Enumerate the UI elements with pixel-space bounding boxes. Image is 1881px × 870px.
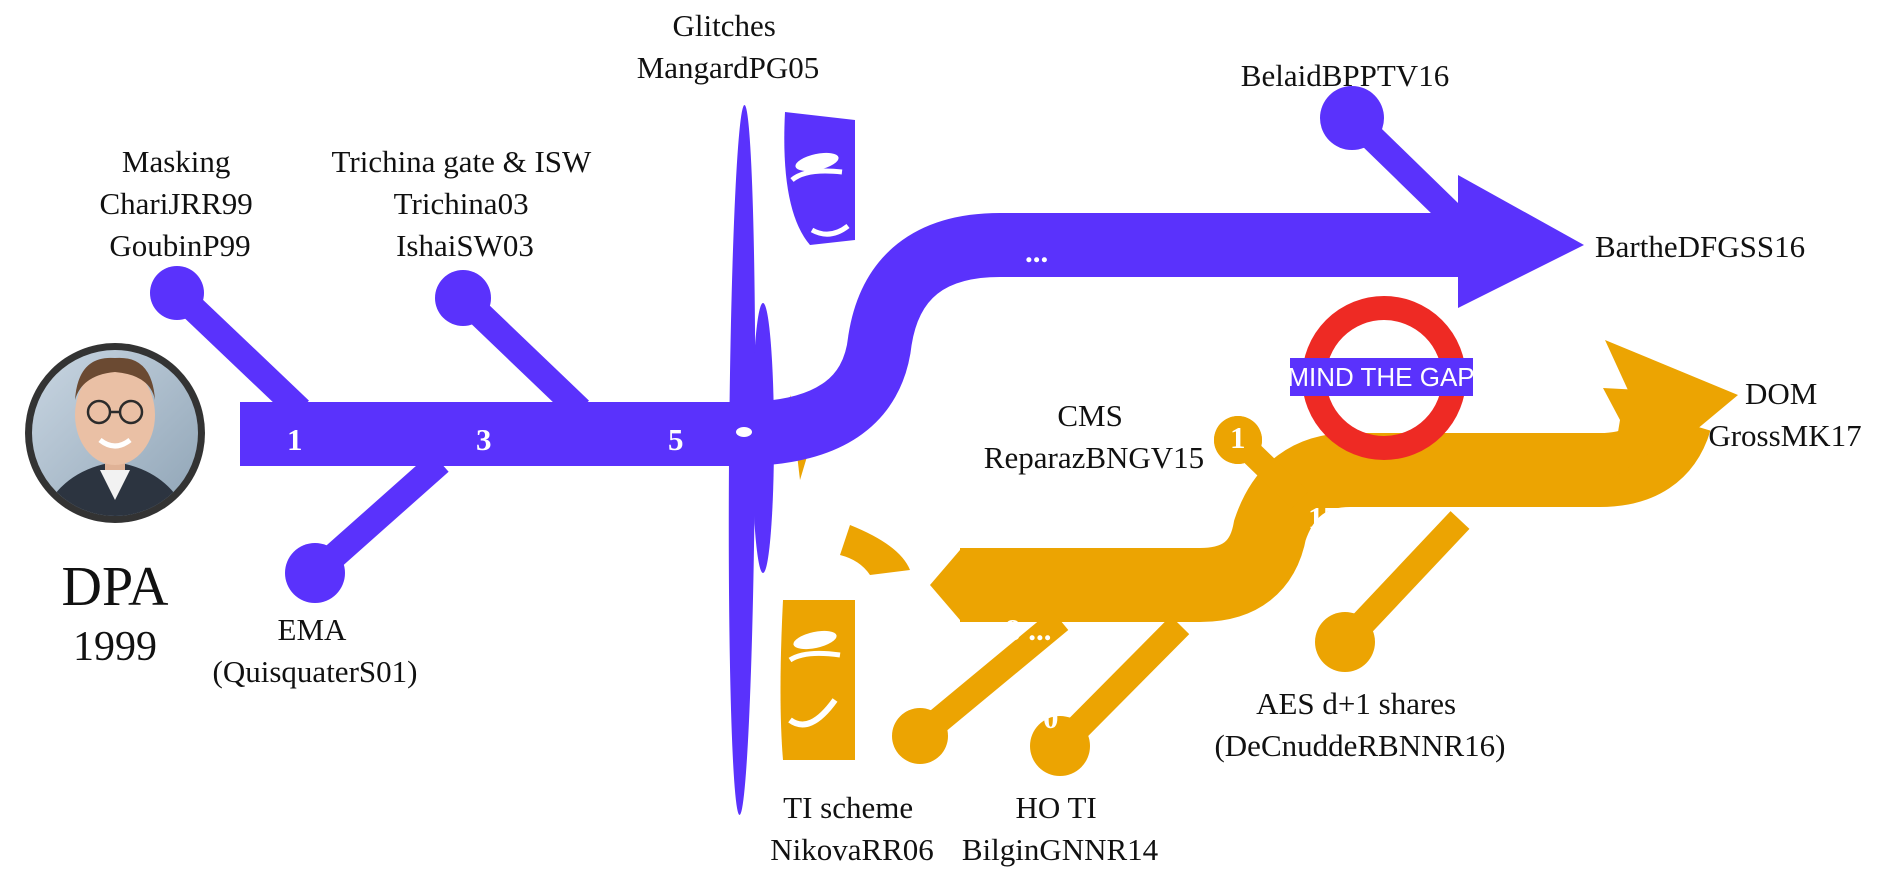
blue-station-1: 1: [287, 422, 303, 457]
label-aes: AES d+1 shares (DeCnuddeRBNNR16): [1214, 686, 1505, 763]
label-line: DOM: [1745, 376, 1817, 411]
label-line: GrossMK17: [1708, 418, 1861, 453]
label-barthe: BartheDFGSS16: [1595, 229, 1805, 264]
label-line: Glitches: [672, 8, 775, 43]
label-line: Trichina03: [394, 186, 529, 221]
label-line: (DeCnuddeRBNNR16): [1214, 728, 1505, 763]
label-line: Trichina gate & ISW: [332, 144, 592, 179]
orange-station-dot: [1315, 612, 1375, 672]
origin-year: 1999: [73, 624, 157, 670]
glitch-bar: [752, 303, 774, 573]
label-line: (QuisquaterS01): [213, 654, 418, 689]
blue-station-dot: [1320, 86, 1384, 150]
label-line: ChariJRR99: [99, 186, 252, 221]
sign-text: MIND THE GAP: [1287, 362, 1474, 392]
blue-station-dot: [435, 270, 491, 326]
label-line: EMA: [278, 612, 348, 647]
label-line: TI scheme: [783, 790, 913, 825]
label-line: MangardPG05: [637, 50, 820, 85]
label-line: HO TI: [1016, 790, 1097, 825]
label-line: CMS: [1057, 398, 1122, 433]
label-ti-scheme: TI scheme NikovaRR06: [770, 790, 934, 867]
blue-station-3: 3: [476, 422, 492, 457]
blue-station-dot: [285, 543, 345, 603]
orange-station-18: 18: [1500, 500, 1531, 535]
orange-station-17: 17: [1308, 500, 1339, 535]
label-line: BelaidBPPTV16: [1241, 58, 1449, 93]
origin-title: DPA: [62, 556, 169, 618]
blue-arrow-head: [1458, 175, 1584, 308]
orange-station-hidden: 1: [1230, 420, 1246, 455]
blue-station-dot: [150, 266, 204, 320]
label-belaid: BelaidBPPTV16: [1241, 58, 1449, 93]
label-line: GoubinP99: [109, 228, 250, 263]
label-trichina: Trichina gate & ISW Trichina03 IshaiSW03: [332, 144, 599, 263]
theater-mask-orange: [781, 600, 856, 760]
label-line: NikovaRR06: [770, 832, 934, 867]
mind-the-gap-sign: MIND THE GAP: [1287, 308, 1474, 448]
blue-station-5: 5: [668, 422, 684, 457]
orange-station-dot: [892, 708, 948, 764]
orange-station-dot: [1030, 716, 1090, 776]
blue-ellipsis: ...: [1025, 234, 1048, 269]
label-ho-ti: HO TI BilginGNNR14: [962, 790, 1159, 867]
label-glitches: Glitches MangardPG05: [637, 8, 820, 85]
orange-track-fragment: [840, 525, 910, 575]
label-line: AES d+1 shares: [1256, 686, 1456, 721]
label-ema: EMA (QuisquaterS01): [213, 612, 418, 689]
origin: DPA 1999: [25, 343, 205, 670]
label-dom: DOM GrossMK17: [1708, 376, 1861, 453]
orange-station-8: 8 ...: [1005, 612, 1052, 647]
glitch-gap: [736, 427, 752, 437]
label-cms: CMS ReparazBNGV15: [984, 398, 1204, 475]
orange-track: [930, 550, 960, 620]
orange-station-hidden: 0: [1043, 700, 1059, 735]
label-line: BilginGNNR14: [962, 832, 1159, 867]
label-line: Masking: [122, 144, 231, 179]
label-line: ReparazBNGV15: [984, 440, 1204, 475]
label-line: IshaiSW03: [396, 228, 534, 263]
label-masking: Masking ChariJRR99 GoubinP99: [99, 144, 260, 263]
